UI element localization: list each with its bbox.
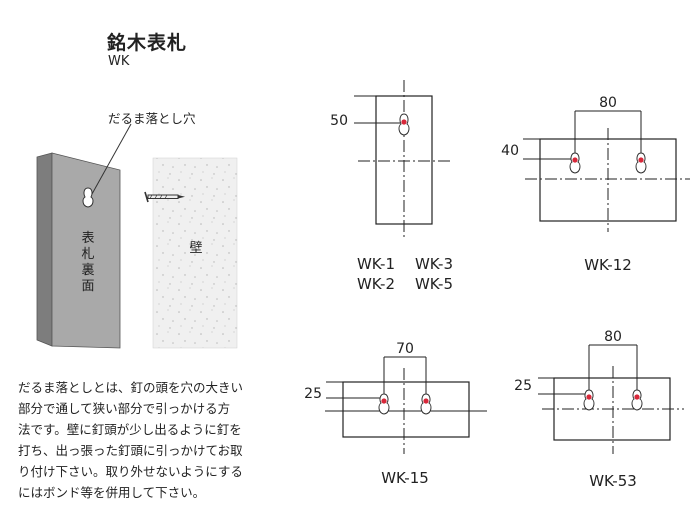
model-label: WK-1 [357,255,395,273]
figure-wk12 [523,110,690,232]
description-line: り付け下さい。取り外せないようにする [18,464,243,479]
board-label-char: 札 [81,247,94,262]
board-back [51,152,121,349]
hole-mark [638,157,644,163]
dimension-label: 70 [396,341,414,357]
dimension-label: 80 [599,95,617,111]
wall-label: 壁 [189,241,202,256]
plate-outline [342,381,470,438]
dimension-label: 50 [330,113,348,129]
hole-mark [423,398,429,404]
hole-mark [401,119,407,125]
figure-wk53 [538,344,684,454]
hole-mark [634,394,640,400]
keyhole-icon [583,389,595,411]
model-label: WK-2 [357,275,395,293]
dimension-label: 25 [304,386,322,402]
callout-label: だるま落とし穴 [108,111,196,126]
keyhole-icon [569,152,581,174]
wall [152,157,238,349]
callout-leader [91,123,132,195]
figure-single-hole [354,80,452,240]
keyhole-icon [635,152,647,174]
figure-wk15 [325,356,487,454]
board-label: 表 札 裏 面 [81,231,94,294]
board-label-char: 裏 [81,263,94,278]
nail-icon [144,191,185,203]
board-edge [36,152,53,347]
keyhole-icon [420,393,432,415]
hole-mark [572,157,578,163]
model-label: WK-15 [381,469,429,487]
board-label-char: 表 [81,231,94,246]
description-line: 法です。壁に釘頭が少し出るように釘を [18,422,242,437]
description: だるま落としとは、釘の頭を穴の大きい 部分で通して狭い部分で引っかける方 法です… [18,377,280,503]
description-line: だるま落としとは、釘の頭を穴の大きい [18,380,244,395]
model-label: WK-12 [584,256,632,274]
page-title: 銘木表札 [107,32,188,54]
hole-mark [381,398,387,404]
model-label: WK-5 [415,275,453,293]
board-label-char: 面 [81,279,94,294]
model-label: WK-3 [415,255,453,273]
keyhole-icon [631,389,643,411]
keyhole-icon [82,187,94,208]
dimension-label: 40 [501,143,519,159]
dimension-label: 80 [604,329,622,345]
keyhole-icon [378,393,390,415]
description-line: にはボンド等を併用して下さい。 [18,485,206,500]
hole-mark [586,394,592,400]
illustration: 表 札 裏 面 壁 [36,123,238,349]
description-line: 打ち、出っ張った釘頭に引っかけてお取 [18,443,243,458]
product-code: WK [108,54,130,69]
description-line: 部分で通して狭い部分で引っかける方 [18,401,231,416]
model-label: WK-53 [589,472,637,490]
dimension-label: 25 [514,378,532,394]
